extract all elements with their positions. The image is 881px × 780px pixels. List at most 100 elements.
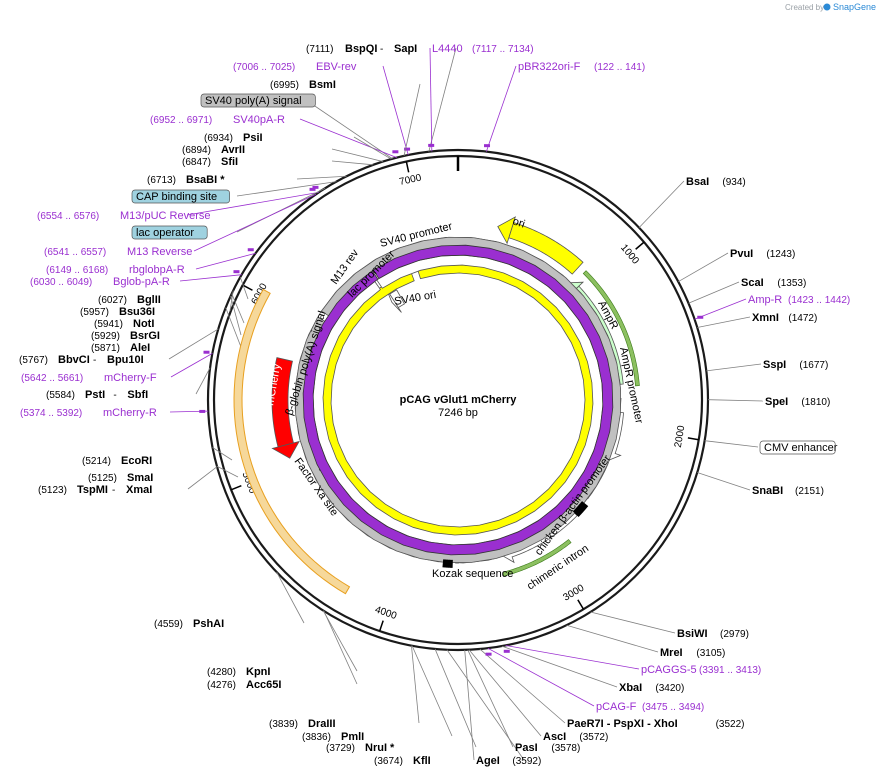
site-name: SpeI — [765, 396, 788, 408]
label-connector — [707, 399, 764, 402]
primer-label[interactable]: pBR322ori-F(122 .. 141) — [518, 61, 645, 73]
primer-label[interactable]: (6541 .. 6557)M13 Reverse — [44, 246, 192, 258]
enzyme-label[interactable]: XbaI(3420) — [619, 682, 684, 694]
enzyme-label[interactable]: (3839)DraIII — [269, 718, 336, 730]
site-name: pCAGGS-5 — [641, 664, 697, 676]
site-separator: - — [380, 44, 383, 55]
site-position: (1353) — [777, 278, 806, 289]
enzyme-label[interactable]: (4559)PshAI — [154, 618, 224, 630]
site-name: SspI — [763, 359, 786, 371]
enzyme-label[interactable]: (6894)AvrII — [182, 144, 245, 156]
enzyme-label[interactable]: AgeI(3592) — [476, 755, 541, 767]
enzyme-label[interactable]: MreI(3105) — [660, 647, 725, 659]
site-name: BspQI — [345, 43, 377, 55]
primer-site-marker — [199, 409, 206, 413]
enzyme-label[interactable]: PvuI(1243) — [730, 248, 795, 260]
site-position: (5941) — [94, 319, 123, 330]
primer-label[interactable]: (5642 .. 5661)mCherry-F — [21, 372, 157, 384]
site-name: NruI * — [365, 742, 395, 754]
site-name: BsaI — [686, 176, 709, 188]
enzyme-label[interactable]: (3836)PmlI — [302, 731, 364, 743]
enzyme-label[interactable]: (4280)KpnI — [207, 666, 270, 678]
primer-label[interactable]: pCAG-F(3475 .. 3494) — [596, 701, 704, 713]
primer-label[interactable]: (5374 .. 5392)mCherry-R — [20, 407, 157, 419]
label-connector — [697, 472, 751, 491]
enzyme-label[interactable]: PaeR7I - PspXI - XhoI(3522) — [567, 718, 745, 730]
snapgene-logo-icon — [823, 3, 831, 11]
primer-label[interactable]: (6554 .. 6576)M13/pUC Reverse — [37, 210, 210, 222]
feature-arrow — [389, 289, 406, 309]
enzyme-label[interactable]: SspI (1677) — [763, 359, 828, 371]
label-connector — [187, 466, 218, 490]
site-name: AleI — [130, 342, 150, 354]
enzyme-label[interactable]: (4276)Acc65I — [207, 679, 281, 691]
feature-label[interactable]: lac operator — [131, 225, 208, 240]
enzyme-label[interactable]: (5929)BsrGI — [91, 330, 160, 342]
label-connector — [236, 181, 337, 197]
site-name: XbaI — [619, 682, 642, 694]
label-connector — [411, 645, 453, 737]
watermark-brand: SnapGene — [833, 2, 876, 12]
primer-label[interactable]: (6149 .. 6168)rbglobpA-R — [46, 264, 185, 276]
enzyme-label[interactable]: (5957)Bsu36I — [80, 306, 155, 318]
enzyme-label[interactable]: (6027)BglII — [98, 294, 161, 306]
tick-mark — [577, 599, 585, 610]
feature-name: CAP binding site — [136, 191, 217, 203]
site-position: (6995) — [270, 80, 299, 91]
label-connector — [411, 645, 420, 724]
enzyme-label[interactable]: (3674)KflI — [374, 755, 431, 767]
label-connector — [195, 367, 211, 395]
label-connector — [706, 363, 762, 372]
primer-label[interactable]: (6030 .. 6049)Bglob-pA-R — [30, 276, 170, 288]
enzyme-label[interactable]: (3729)NruI * — [326, 742, 395, 754]
label-connector — [179, 274, 242, 282]
enzyme-label[interactable]: PasI(3578) — [515, 742, 580, 754]
tick-mark — [378, 620, 384, 632]
label-connector — [170, 352, 213, 378]
enzyme-label[interactable]: (5767)BbvCI - Bpu10I — [19, 354, 144, 366]
feature-box — [131, 189, 230, 204]
enzyme-label[interactable]: (5941)NotI — [94, 318, 154, 330]
feature-arrowhead — [497, 216, 516, 245]
enzyme-label[interactable]: (6847)SfiI — [182, 156, 238, 168]
label-connector — [429, 47, 433, 152]
enzyme-label[interactable]: (5584)PstI - SbfI — [46, 389, 148, 401]
site-name: mCherry-R — [103, 407, 157, 419]
enzyme-label[interactable]: AscI(3572) — [543, 731, 608, 743]
enzyme-label[interactable]: (7111)BspQI - SapI — [306, 43, 417, 55]
site-position: (5584) — [46, 390, 75, 401]
enzyme-label[interactable]: (6713)BsaBI * — [147, 174, 225, 186]
enzyme-label[interactable]: (5871) AleI — [91, 342, 150, 354]
site-position: (5767) — [19, 355, 48, 366]
enzyme-label[interactable]: BsiWI(2979) — [677, 628, 749, 640]
primer-label[interactable]: pCAGGS-5(3391 .. 3413) — [641, 664, 761, 676]
site-name: AgeI — [476, 755, 500, 767]
site-position: (1677) — [799, 360, 828, 371]
tick-mark — [230, 485, 242, 491]
enzyme-label[interactable]: BsaI(934) — [686, 176, 746, 188]
site-name: SnaBI — [752, 485, 783, 497]
feature-label[interactable]: CAP binding site — [131, 189, 230, 204]
enzyme-label[interactable]: (5214)EcoRI — [82, 455, 152, 467]
enzyme-label[interactable]: (5125)SmaI — [88, 472, 153, 484]
site-name: M13 Reverse — [127, 246, 192, 258]
label-connector — [353, 136, 392, 160]
feature-label[interactable]: SV40 poly(A) signal — [200, 93, 316, 108]
enzyme-label[interactable]: (6995)BsmI — [270, 79, 336, 91]
primer-site-marker — [503, 649, 510, 653]
primer-label[interactable]: L4440(7117 .. 7134) — [432, 43, 534, 55]
primer-label[interactable]: (7006 .. 7025)EBV-rev — [233, 61, 357, 73]
enzyme-label[interactable]: ScaI(1353) — [741, 277, 806, 289]
primer-label[interactable]: (6952 .. 6971)SV40pA-R — [150, 114, 285, 126]
enzyme-label[interactable]: (5123)TspMI - XmaI — [38, 484, 152, 496]
site-position: (5871) — [91, 343, 120, 354]
feature-label[interactable]: CMV enhancer — [759, 440, 838, 455]
enzyme-label[interactable]: XmnI(1472) — [752, 312, 817, 324]
site-position: (4559) — [154, 619, 183, 630]
primer-label[interactable]: Amp-R(1423 .. 1442) — [748, 294, 850, 306]
enzyme-label[interactable]: (6934)PsiI — [204, 132, 263, 144]
enzyme-label[interactable]: SpeI(1810) — [765, 396, 830, 408]
enzyme-label[interactable]: SnaBI(2151) — [752, 485, 824, 497]
label-connector — [479, 648, 566, 724]
